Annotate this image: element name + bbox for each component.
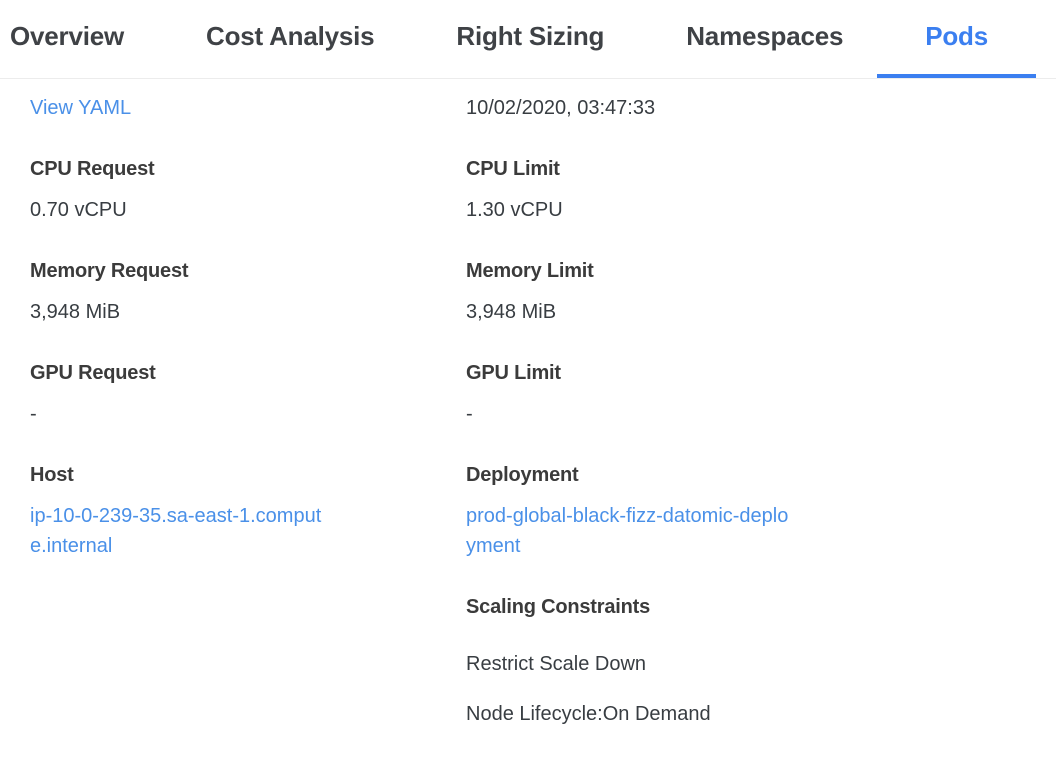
cpu-limit-value: 1.30 vCPU — [466, 199, 563, 221]
gpu-request-label: GPU Request — [30, 362, 156, 384]
tab-namespaces[interactable]: Namespaces — [686, 20, 844, 51]
scaling-constraints-label: Scaling Constraints — [466, 596, 651, 618]
field-cpu-request: CPU Request 0.70 vCPU — [30, 157, 466, 225]
scaling-constraints-group: Scaling Constraints Restrict Scale Down … — [466, 595, 1056, 729]
deployment-link[interactable]: prod-global-black-fizz-datomic-deploymen… — [466, 505, 789, 557]
field-host: Host ip-10-0-239-35.sa-east-1.compute.in… — [30, 463, 466, 561]
scaling-item-restrict-scale-down: Restrict Scale Down — [466, 653, 647, 675]
tab-pods[interactable]: Pods — [877, 0, 1036, 78]
pod-details-panel: View YAML CPU Request 0.70 vCPU Memory R… — [0, 79, 1056, 758]
memory-request-value: 3,948 MiB — [30, 301, 121, 323]
field-gpu-request: GPU Request - — [30, 361, 466, 429]
gpu-limit-label: GPU Limit — [466, 362, 561, 384]
creation-timestamp-group: 10/02/2020, 03:47:33 — [466, 93, 1056, 123]
cpu-request-value: 0.70 vCPU — [30, 199, 127, 221]
field-gpu-limit: GPU Limit - — [466, 361, 1056, 429]
memory-request-label: Memory Request — [30, 260, 189, 282]
host-label: Host — [30, 464, 74, 486]
details-right-column: 10/02/2020, 03:47:33 CPU Limit 1.30 vCPU… — [466, 93, 1056, 758]
view-yaml-link[interactable]: View YAML — [30, 97, 132, 119]
view-yaml-group: View YAML — [30, 93, 466, 123]
cpu-limit-label: CPU Limit — [466, 158, 560, 180]
field-cpu-limit: CPU Limit 1.30 vCPU — [466, 157, 1056, 225]
tab-right-sizing[interactable]: Right Sizing — [456, 20, 605, 51]
memory-limit-value: 3,948 MiB — [466, 301, 557, 323]
field-deployment: Deployment prod-global-black-fizz-datomi… — [466, 463, 1056, 561]
tab-cost-analysis[interactable]: Cost Analysis — [206, 20, 375, 51]
creation-timestamp: 10/02/2020, 03:47:33 — [466, 97, 656, 119]
details-left-column: View YAML CPU Request 0.70 vCPU Memory R… — [30, 93, 466, 758]
memory-limit-label: Memory Limit — [466, 260, 594, 282]
scaling-item-node-lifecycle: Node Lifecycle:On Demand — [466, 703, 711, 725]
tab-overview[interactable]: Overview — [10, 20, 125, 51]
cpu-request-label: CPU Request — [30, 158, 155, 180]
tab-bar: Overview Cost Analysis Right Sizing Name… — [0, 0, 1056, 79]
gpu-limit-value: - — [466, 403, 473, 425]
deployment-label: Deployment — [466, 464, 579, 486]
field-memory-request: Memory Request 3,948 MiB — [30, 259, 466, 327]
gpu-request-value: - — [30, 403, 37, 425]
host-link[interactable]: ip-10-0-239-35.sa-east-1.compute.interna… — [30, 505, 322, 557]
field-memory-limit: Memory Limit 3,948 MiB — [466, 259, 1056, 327]
